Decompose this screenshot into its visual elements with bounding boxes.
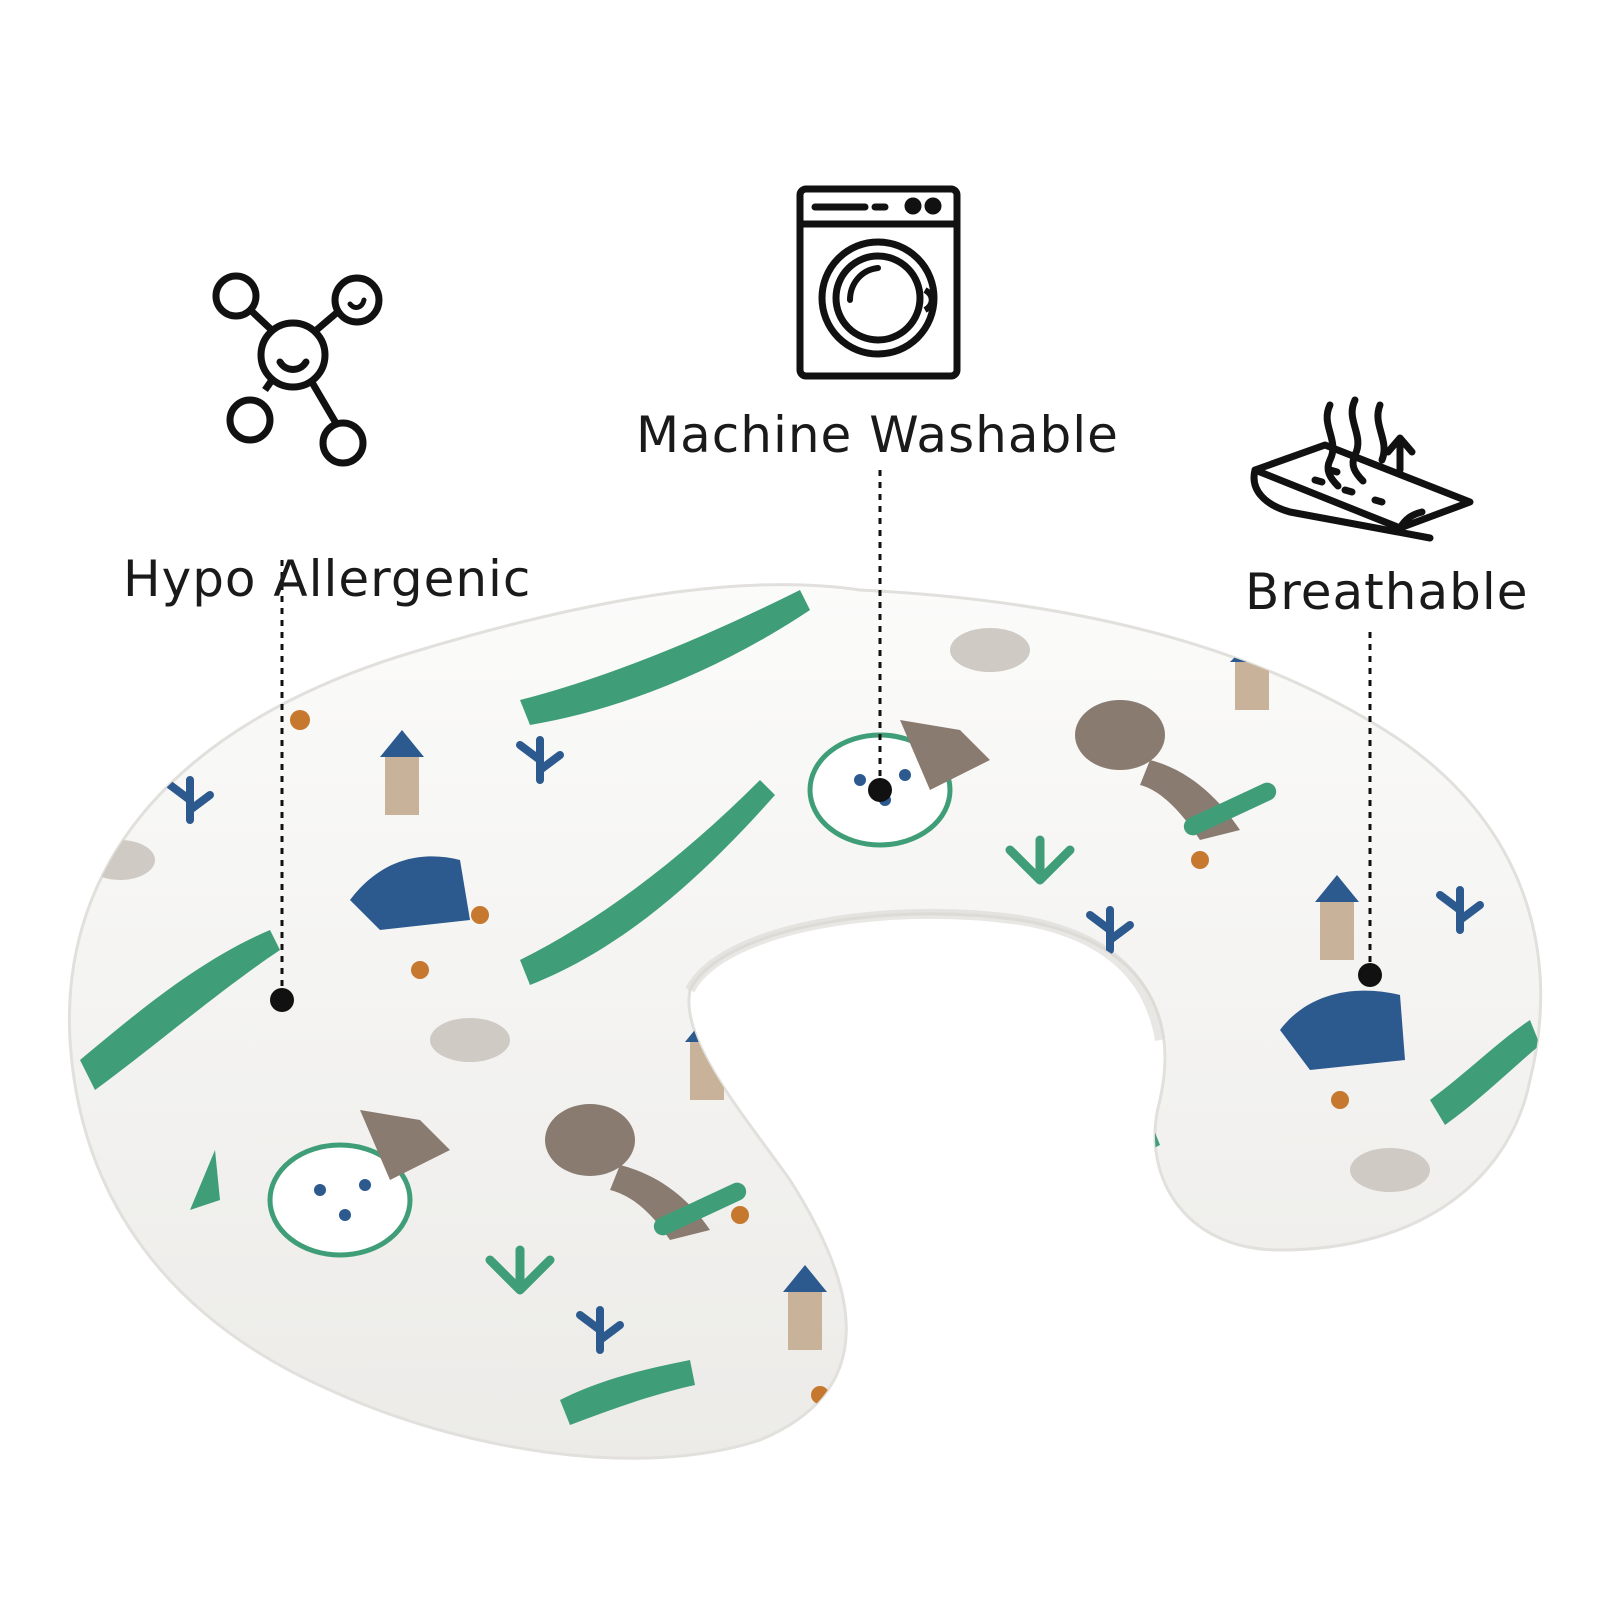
dinosaur-print-pattern [80, 584, 1540, 1425]
breathable-fabric-icon [1250, 396, 1474, 542]
nursing-pillow [67, 583, 1543, 1460]
breathable-label: Breathable [1245, 563, 1529, 621]
wash-dot [868, 778, 892, 802]
machine-washable-label: Machine Washable [636, 406, 1119, 464]
callout-dots [270, 778, 1382, 1012]
breath-dot [1358, 963, 1382, 987]
molecule-icon [212, 272, 383, 467]
callout-lines [280, 470, 1372, 988]
hypo-allergenic-label: Hypo Allergenic [123, 550, 532, 608]
skateboard-print [653, 782, 1277, 1236]
washing-machine-icon [796, 185, 961, 380]
hypo-dot [270, 988, 294, 1012]
